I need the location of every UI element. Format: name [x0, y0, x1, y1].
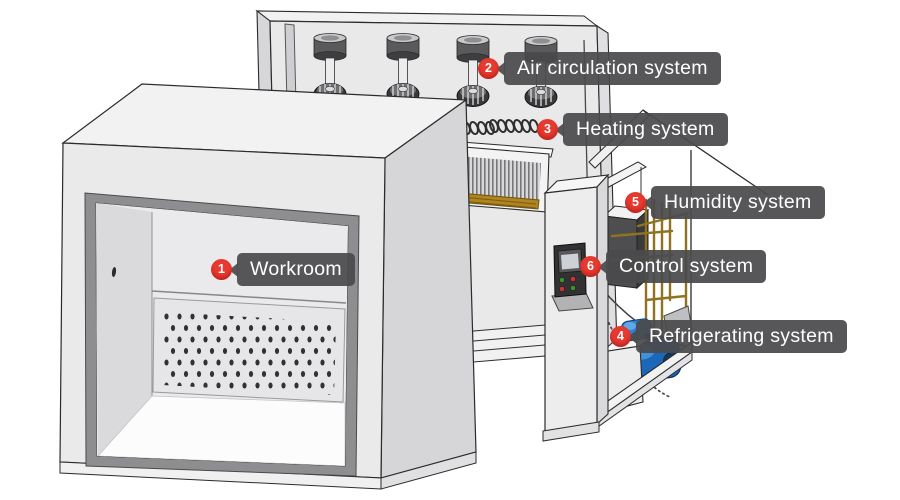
- indicator-light-green: [570, 285, 576, 291]
- callout-bubble: Workroom: [229, 253, 355, 286]
- stand-rails: [461, 324, 546, 364]
- evaporator-fins: [457, 156, 541, 200]
- chamber-interior: [96, 203, 348, 466]
- callout-label: Air circulation system: [517, 57, 708, 79]
- callout-bubble: Humidity system: [643, 186, 825, 219]
- callout-refrigerating-system: 4 Refrigerating system: [610, 320, 847, 353]
- control-pillar: [542, 173, 610, 442]
- callout-badge: 2: [478, 58, 499, 79]
- callout-workroom: 1 Workroom: [211, 253, 355, 286]
- indicator-light-green: [559, 277, 565, 283]
- callout-bubble: Air circulation system: [496, 52, 721, 85]
- callout-bubble: Refrigerating system: [628, 320, 847, 353]
- callout-badge: 3: [537, 119, 558, 140]
- callout-bubble: Control system: [597, 250, 767, 283]
- callout-badge: 6: [580, 256, 601, 277]
- callout-label: Humidity system: [664, 191, 812, 213]
- control-screen: [561, 253, 579, 270]
- callout-label: Workroom: [250, 258, 342, 280]
- callout-label: Heating system: [576, 118, 715, 140]
- interior-left-wall: [96, 203, 152, 456]
- callout-bubble: Heating system: [555, 113, 728, 146]
- callout-label: Control system: [619, 255, 754, 277]
- callout-control-system: 6 Control system: [580, 250, 767, 283]
- control-panel: [553, 242, 587, 298]
- callout-badge: 4: [610, 326, 631, 347]
- callout-badge: 5: [625, 192, 646, 213]
- callout-heating-system: 3 Heating system: [537, 113, 728, 146]
- workroom-chamber: [59, 83, 477, 490]
- indicator-light-red: [570, 276, 576, 282]
- door-latch-hole: [111, 267, 117, 277]
- indicator-light-red: [559, 286, 565, 292]
- interior-floor: [96, 395, 346, 466]
- callout-label: Refrigerating system: [649, 325, 834, 347]
- callout-humidity-system: 5 Humidity system: [625, 186, 825, 219]
- callout-badge: 1: [211, 259, 232, 280]
- callout-air-circulation-system: 2 Air circulation system: [478, 52, 721, 85]
